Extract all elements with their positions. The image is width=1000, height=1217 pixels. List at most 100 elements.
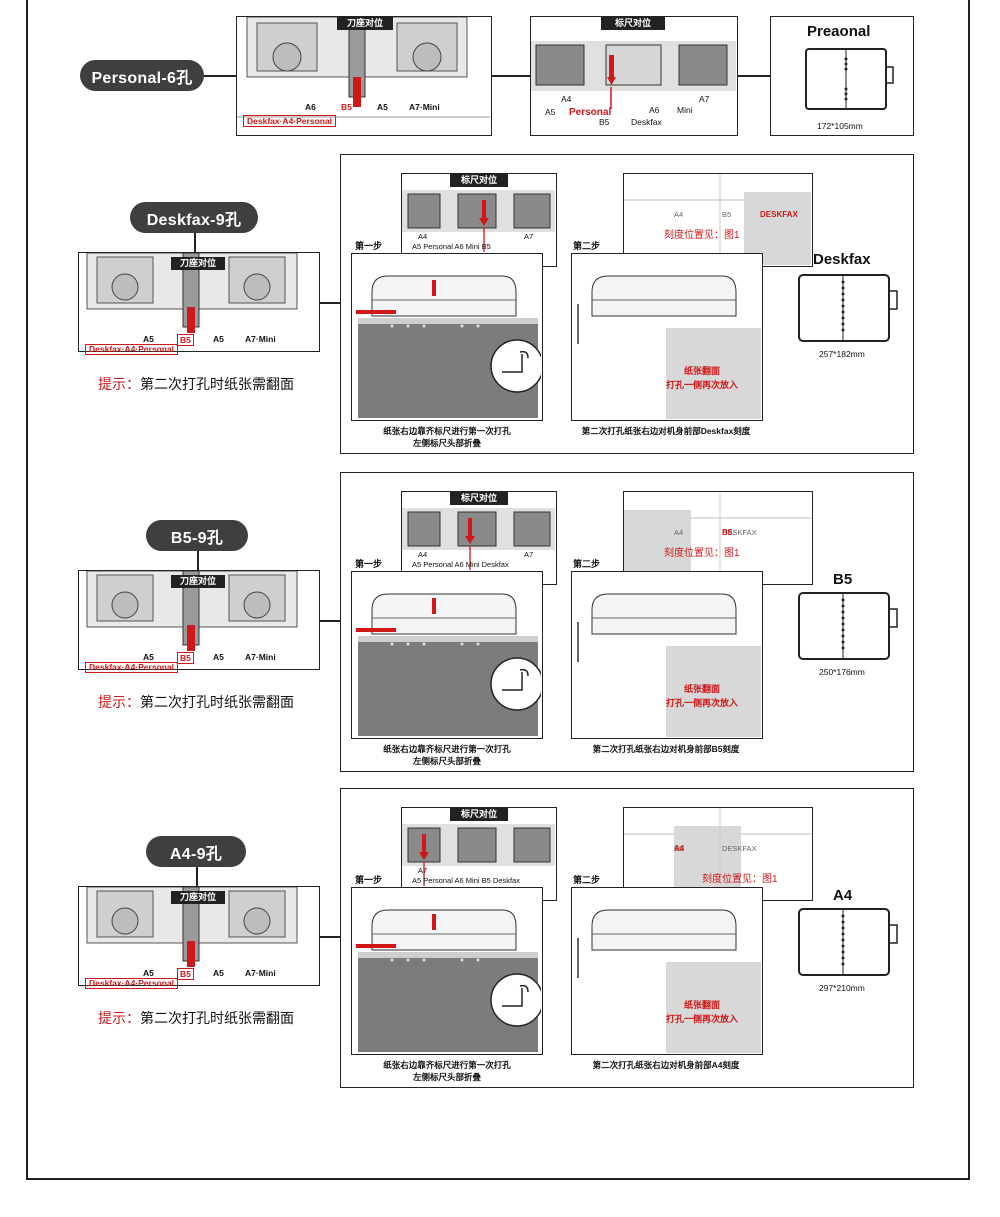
scale-mark: A4 [674,528,684,537]
blade-size-1: A5 [143,334,154,344]
blade-panel: 刀座对位 A5 B5 A5 A7·Mini Deskfax·A4·Persona… [78,570,320,673]
ruler-marks-bottom: A5 Personal A6 Mini B5 [412,242,491,251]
step1-machine-panel [351,253,543,421]
blade-header: 刀座对位 [171,257,225,270]
scale-illustration [624,492,811,583]
step1-ruler-inset: 标尺对位 A7 A5 Personal A6 Mini B5 Deskfax A… [401,807,557,901]
hint-text: 提示：第二次打孔时纸张需翻面 [98,692,294,712]
step2-caption: 第二次打孔纸张右边对机身前部B5刻度 [592,744,740,754]
ruler-mark-a6: A6 [649,105,660,115]
blade-header: 刀座对位 [171,891,225,904]
step1-ruler-inset: 标尺对位 A4 A7 A5 Personal A6 Mini B5 Deskfa… [401,173,557,267]
paper-note-1: 纸张翻面 [684,366,721,376]
hint-prefix: 提示： [98,376,140,392]
ruler-mark: A4 [418,550,428,559]
format-dims: 172*105mm [817,121,863,131]
connector [197,551,199,571]
blade-formats: Deskfax·A4·Personal [85,662,179,673]
format-dims: 297*210mm [819,983,865,993]
paper-note-1: 纸张翻面 [684,684,721,694]
step1-caption: 纸张右边靠齐标尺进行第一次打孔左侧标尺头部折叠 [351,743,543,767]
step1-machine-panel [351,887,543,1055]
hint-body: 第二次打孔时纸张需翻面 [140,694,294,710]
blade-panel: 刀座对位 A5 B5 A5 A7·Mini Deskfax·A4·Persona… [78,886,320,989]
ruler-mark-a5: A5 [545,107,556,117]
format-title: Preaonal [807,23,871,40]
connector [204,75,236,77]
connector [492,75,530,77]
blade-size-3: A5 [213,334,224,344]
blade-size-active: B5 [177,652,194,664]
step1-label: 第一步 [355,559,383,569]
machine-illustration [356,593,541,736]
step2-machine-panel: 纸张翻面 打孔一侧再次放入 [571,571,763,739]
hint-text: 提示：第二次打孔时纸张需翻面 [98,1008,294,1028]
blade-size-a5: A5 [377,102,388,112]
hint-prefix: 提示： [98,1010,140,1026]
scale-mark: DESKFAX [722,844,757,853]
ruler-marks-bottom: A5 Personal A6 Mini B5 Deskfax [412,876,520,885]
scale-mark: A4 [674,210,684,219]
ruler-mark: A4 [418,232,428,241]
machine-illustration [356,909,541,1052]
section-label-a4: A4-9孔 [146,836,246,867]
format-dims: 257*182mm [819,349,865,359]
step1-label: 第一步 [355,875,383,885]
ruler-panel-personal: 标尺对位 A4 A6 A7 A5 Personal Mini B5 Deskfa… [530,16,738,136]
blade-size-4: A7·Mini [245,652,276,662]
caption-line2: 左侧标尺头部折叠 [412,438,481,448]
scale-note: 刻度位置见：图1 [702,874,778,885]
step1-caption: 纸张右边靠齐标尺进行第一次打孔左侧标尺头部折叠 [351,425,543,449]
blade-formats: Deskfax·A4·Personal [85,978,179,989]
machine-illustration [577,909,761,1053]
blade-formats: Deskfax·A4·Personal [243,115,337,127]
step2-scale-inset: B5 DESKFAX A4 刻度位置见：图1 [623,807,813,901]
ruler-header: 标尺对位 [601,17,665,30]
format-title: A4 [833,887,853,904]
step2-machine-panel: 纸张翻面 打孔一侧再次放入 [571,887,763,1055]
hint-text: 提示：第二次打孔时纸张需翻面 [98,374,294,394]
section-label-personal: Personal-6孔 [80,60,204,91]
ruler-illustration [402,190,555,252]
step2-label: 第二步 [573,241,601,251]
hint-body: 第二次打孔时纸张需翻面 [140,376,294,392]
instruction-panel: 第一步 第二步 标尺对位 A4 A7 A5 Personal A6 Mini B… [340,154,914,454]
blade-size-1: A5 [143,652,154,662]
ruler-mark-b5: B5 [599,117,610,127]
format-title: B5 [833,571,853,588]
blade-size-3: A5 [213,968,224,978]
binder-9-hole-icon [798,274,898,342]
caption-line2: 左侧标尺头部折叠 [412,1072,481,1082]
binder-9-hole-icon [798,592,898,660]
step2-machine-panel: 纸张翻面 打孔一侧再次放入 [571,253,763,421]
caption-line1: 纸张右边靠齐标尺进行第一次打孔 [383,1060,511,1070]
section-label-deskfax: Deskfax-9孔 [130,202,258,233]
paper-note-2: 打孔一侧再次放入 [666,698,739,708]
step2-scale-inset: A4 DESKFAX B5 刻度位置见：图1 [623,491,813,585]
ruler-mark-deskfax: Deskfax [631,117,662,127]
scale-mark: B5 [674,844,684,853]
step2-caption: 第二次打孔纸张右边对机身前部A4刻度 [592,1060,740,1070]
blade-formats: Deskfax·A4·Personal [85,344,179,355]
format-title: Deskfax [813,251,871,268]
connector [194,233,196,253]
connector [320,620,342,622]
section-label-b5: B5-9孔 [146,520,248,551]
scale-illustration [624,174,811,265]
binder-6-hole-icon [805,48,894,110]
binder-9-hole-icon [798,908,898,976]
ruler-marks-bottom: A5 Personal A6 Mini Deskfax [412,560,509,569]
scale-mark: DESKFAX [722,528,757,537]
step1-machine-panel [351,571,543,739]
blade-illustration [86,571,298,651]
scale-mark-active: DESKFAX [760,210,798,219]
blade-size-a7-mini: A7·Mini [409,102,440,112]
blade-size-active: B5 [177,334,194,346]
format-dims: 250*176mm [819,667,865,677]
machine-illustration [577,593,761,737]
blade-size-1: A5 [143,968,154,978]
step2-caption: 第二次打孔纸张右边对机身前部Deskfax刻度 [581,426,751,436]
blade-size-active: B5 [177,968,194,980]
blade-size-3: A5 [213,652,224,662]
ruler-mark-personal-active: Personal [569,107,612,118]
